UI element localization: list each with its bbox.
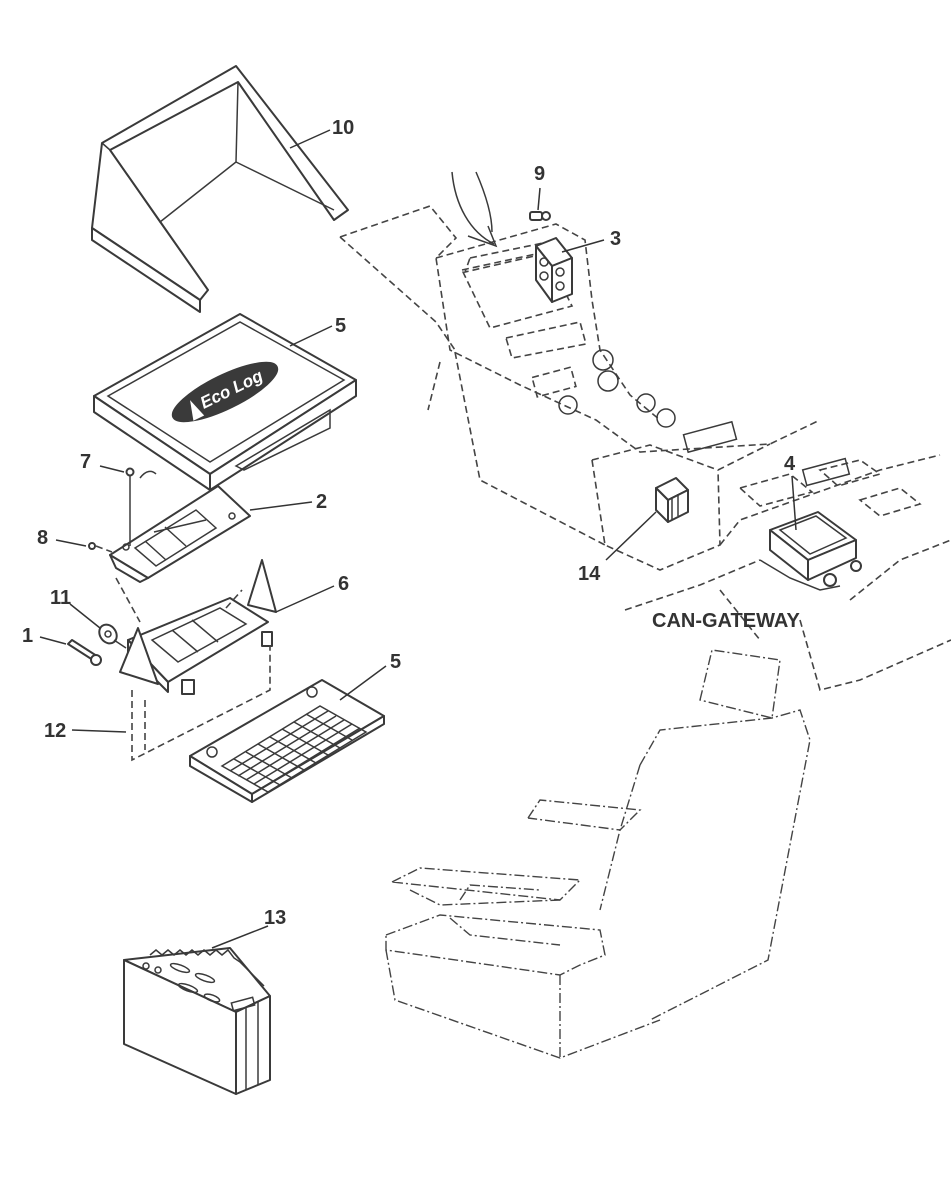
callout-1: 1 [22,625,33,647]
switch-module [535,237,573,303]
monitor: Eco Log [93,313,357,491]
callout-3: 3 [610,228,621,250]
callout-4: 4 [784,453,796,475]
screw-8 [88,542,113,553]
callout-9: 9 [534,163,545,185]
relay-module [655,477,689,523]
callout-labels: 10 9 3 5 7 4 2 8 14 6 11 1 5 12 13 CAN-G… [22,117,800,929]
cab-console-outline [339,205,951,691]
callout-10: 10 [332,117,354,139]
operator-seat-outline [385,649,811,1059]
callout-8: 8 [37,527,48,549]
leader-lines [39,129,797,949]
callout-11: 11 [50,587,71,609]
callout-2: 2 [316,491,327,513]
computer-unit [123,947,271,1095]
assembly-guide-lines [115,577,271,762]
knob-11 [98,623,127,649]
callout-13: 13 [264,907,286,929]
sun-visor-hood [91,65,349,313]
keyboard [189,679,385,803]
key-grid [220,705,368,793]
insert-arrow [451,171,498,248]
callout-5-keyboard: 5 [390,651,401,673]
monitor-bracket [119,559,277,695]
fastener-9 [529,211,551,221]
can-gateway-module [759,511,862,591]
bolt-1 [67,639,102,666]
console-switches [531,349,851,487]
mounting-plate [109,485,251,583]
screw-7 [125,467,157,546]
callout-7: 7 [80,451,91,473]
callout-14: 14 [578,563,601,585]
can-gateway-label: CAN-GATEWAY [652,610,800,632]
callout-6: 6 [338,573,349,595]
callout-12: 12 [44,720,66,742]
callout-5-monitor: 5 [335,315,346,337]
